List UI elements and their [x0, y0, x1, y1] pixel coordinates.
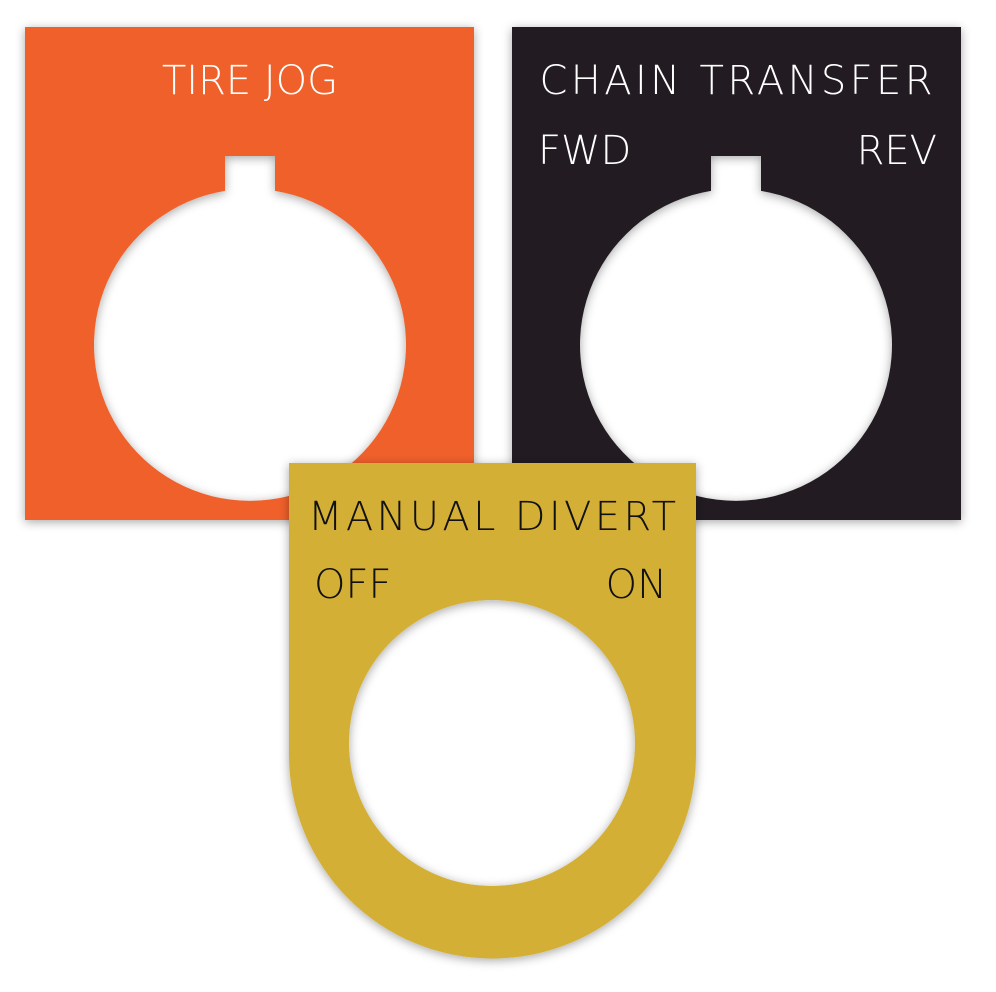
plate-left-label: OFF [314, 562, 392, 608]
plate-right-label: REV [857, 128, 937, 174]
manual-divert-plate [289, 463, 696, 959]
plate-right-label: ON [606, 562, 667, 608]
plate-left-label: FWD [538, 128, 631, 174]
chain-transfer-plate [512, 27, 961, 520]
tire-jog-plate [25, 27, 474, 520]
plate-title: TIRE JOG [162, 58, 338, 104]
plate-title: MANUAL DIVERT [308, 494, 676, 540]
plate-title: CHAIN TRANSFER [540, 58, 933, 104]
